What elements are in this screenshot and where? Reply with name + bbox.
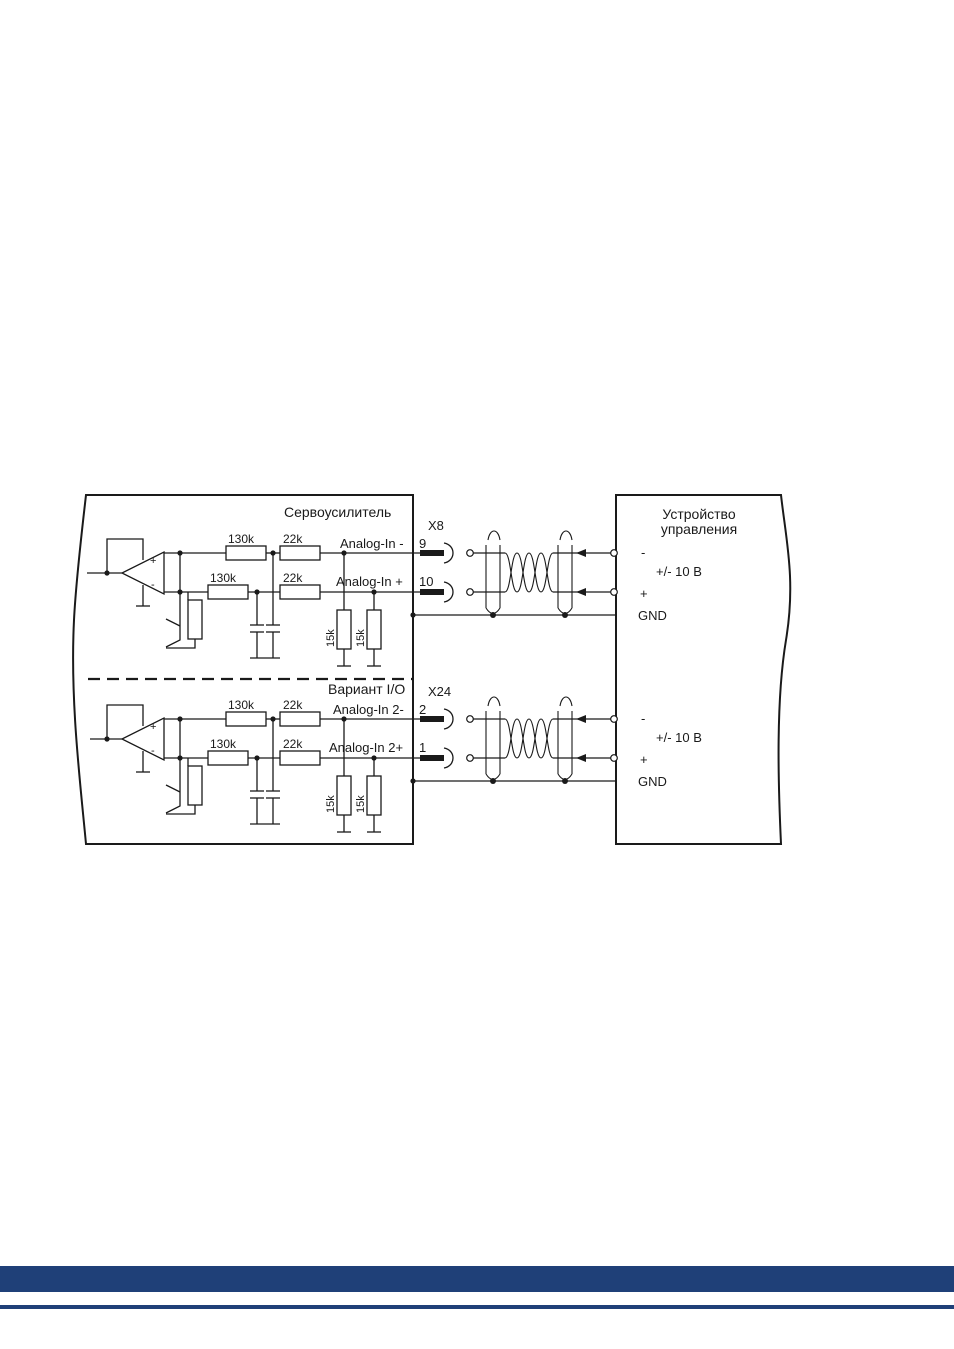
signal-label-minus: Analog-In 2- <box>333 702 404 717</box>
lower-circuit: + - 130k 22k 130k 22k <box>90 684 702 832</box>
resistor-15k-b <box>367 610 381 649</box>
variant-title: Вариант I/O <box>328 681 405 697</box>
opamp-plus-sign: + <box>150 555 156 567</box>
ctrl-minus: - <box>641 545 645 560</box>
resistor-22k-bottom-label: 22k <box>283 571 303 585</box>
resistor-130k-bottom-label: 130k <box>210 571 237 585</box>
ctrl-plus: + <box>640 586 648 601</box>
pin-plus-number: 1 <box>419 740 426 755</box>
resistor-22k-bottom <box>280 585 320 599</box>
resistor-130k-top <box>226 546 266 560</box>
connector-label: X24 <box>428 684 451 699</box>
resistor-130k-top-label: 130k <box>228 532 255 546</box>
resistor-130k-top-label: 130k <box>228 698 255 712</box>
resistor-15k-a <box>337 610 351 649</box>
signal-label-plus: Analog-In + <box>336 574 403 589</box>
ctrl-plus: + <box>640 752 648 767</box>
footer-bar <box>0 1266 954 1292</box>
resistor-22k-top-label: 22k <box>283 698 303 712</box>
resistor-22k-bottom <box>280 751 320 765</box>
ctrl-gnd: GND <box>638 608 667 623</box>
drive-title: Сервоусилитель <box>284 504 391 520</box>
ctrl-range: +/- 10 В <box>656 564 702 579</box>
connector-label: X8 <box>428 518 444 533</box>
pin-minus-number: 2 <box>419 702 426 717</box>
pin-minus-number: 9 <box>419 536 426 551</box>
resistor-130k-top <box>226 712 266 726</box>
resistor-15k-a-label: 15k <box>325 629 337 647</box>
footer-line <box>0 1305 954 1309</box>
signal-label-minus: Analog-In - <box>340 536 404 551</box>
ctrl-minus: - <box>641 711 645 726</box>
opamp-plus-sign: + <box>150 721 156 733</box>
ctrl-range: +/- 10 В <box>656 730 702 745</box>
upper-circuit: + - 130k 22k 130k 22k <box>87 518 702 666</box>
resistor-130k-bottom-label: 130k <box>210 737 237 751</box>
resistor-130k-bottom <box>208 585 248 599</box>
signal-label-plus: Analog-In 2+ <box>329 740 403 755</box>
resistor-15k-b-label: 15k <box>355 795 367 813</box>
resistor-130k-bottom <box>208 751 248 765</box>
control-title-line1: Устройство <box>662 506 735 522</box>
resistor-15k-b-label: 15k <box>355 629 367 647</box>
resistor-22k-top-label: 22k <box>283 532 303 546</box>
resistor-15k-b <box>367 776 381 815</box>
opamp-minus-sign: - <box>151 579 155 591</box>
opamp-minus-sign: - <box>151 745 155 757</box>
resistor-15k-a-label: 15k <box>325 795 337 813</box>
resistor-22k-bottom-label: 22k <box>283 737 303 751</box>
control-title-line2: управления <box>661 521 737 537</box>
pin-plus-number: 10 <box>419 574 433 589</box>
resistor-22k-top <box>280 712 320 726</box>
ctrl-gnd: GND <box>638 774 667 789</box>
resistor-15k-a <box>337 776 351 815</box>
resistor-22k-top <box>280 546 320 560</box>
